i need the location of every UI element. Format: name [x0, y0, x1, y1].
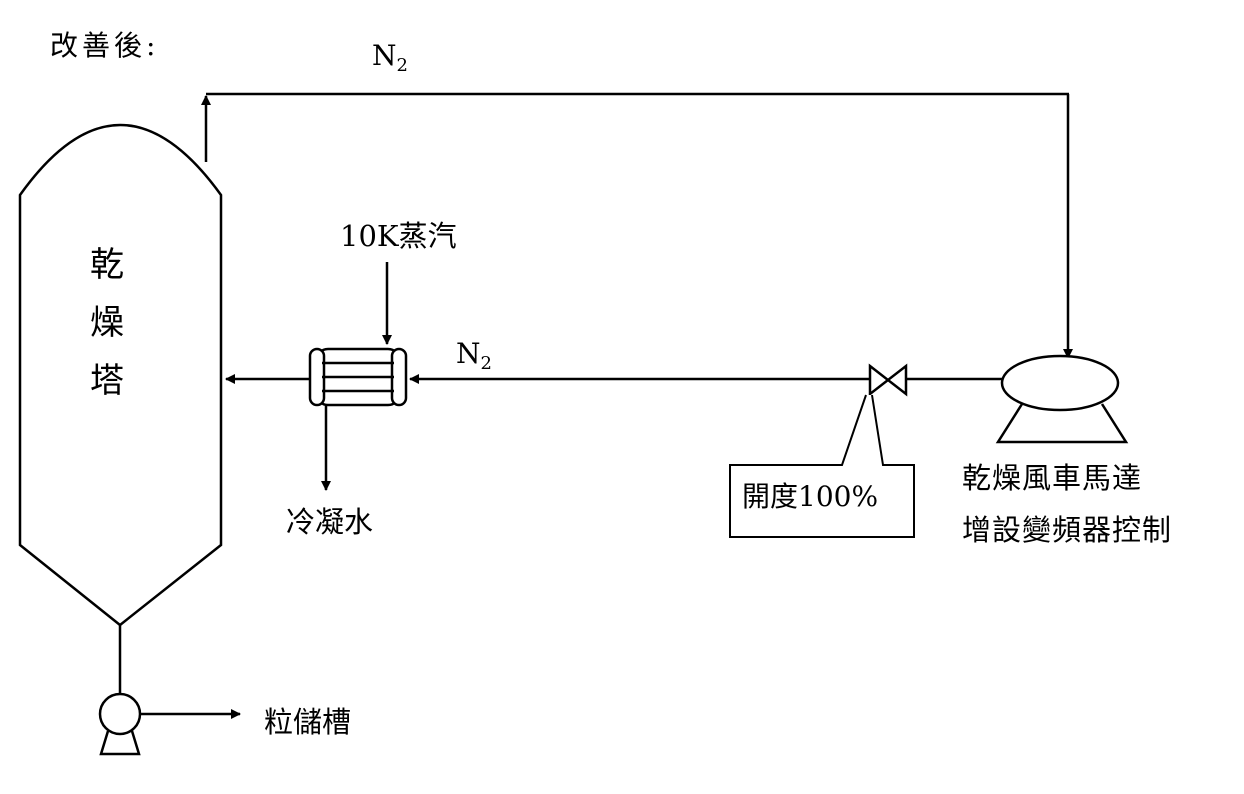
- blower-base: [995, 403, 1129, 444]
- pellet-pump: [98, 692, 142, 736]
- diagram-title: 改善後:: [50, 29, 160, 62]
- condensate-label: 冷凝水: [286, 505, 374, 539]
- storage-tank-label: 粒儲槽: [264, 705, 352, 739]
- control-valve: [868, 363, 908, 397]
- n2-label-middle: N2: [456, 340, 492, 373]
- n2-symbol: N: [372, 39, 397, 72]
- tower-label-char-3: 塔: [90, 361, 124, 401]
- n2-symbol: N: [456, 337, 481, 370]
- tower-label-char-2: 燥: [90, 303, 124, 343]
- valve-opening-label: 開度100%: [742, 480, 879, 513]
- steam-label: 10K蒸汽: [340, 219, 457, 253]
- n2-label-top: N2: [372, 42, 408, 75]
- pump-base: [99, 730, 141, 756]
- tower-label-char-1: 乾: [90, 245, 124, 285]
- blower-fan: [1000, 354, 1120, 412]
- motor-label-line-2: 增設變頻器控制: [962, 513, 1173, 547]
- steam-heater: [308, 347, 408, 407]
- drying-tower: [18, 123, 223, 627]
- n2-subscript: 2: [480, 353, 492, 374]
- motor-label-line-1: 乾燥風車馬達: [962, 461, 1143, 495]
- n2-subscript: 2: [396, 55, 408, 76]
- valve-callout: [729, 394, 915, 538]
